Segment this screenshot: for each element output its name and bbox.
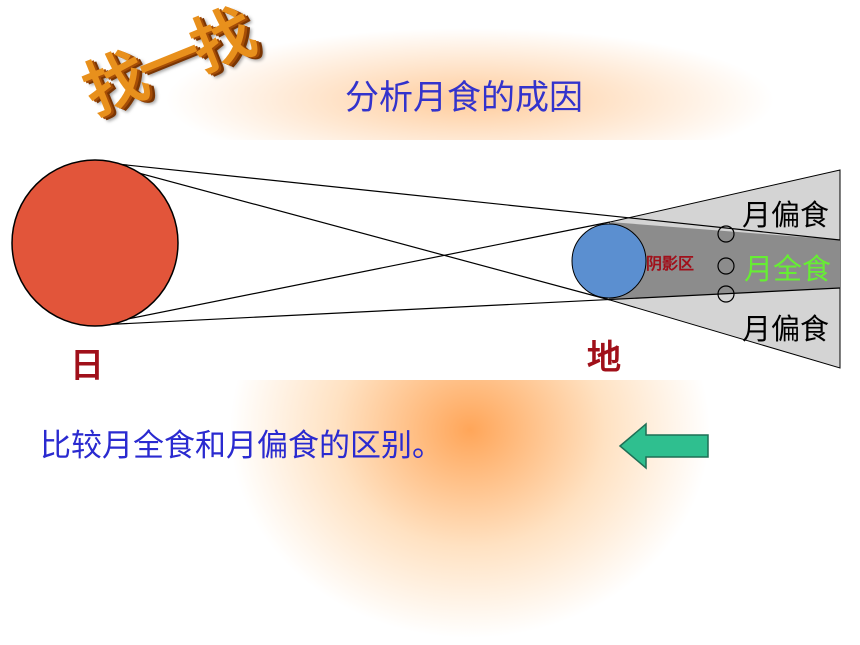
ray-outer-top bbox=[97, 161, 841, 241]
back-arrow-button[interactable] bbox=[618, 422, 710, 470]
stamp-text: 找一找 bbox=[73, 0, 262, 129]
shadow-region-label: 阴影区 bbox=[646, 254, 695, 273]
eclipse-diagram bbox=[0, 140, 860, 380]
earth-label: 地 bbox=[587, 338, 621, 378]
moon-bottom bbox=[717, 285, 735, 303]
eclipse-diagram-svg bbox=[11, 159, 841, 369]
compare-prompt: 比较月全食和月偏食的区别。 bbox=[40, 428, 443, 464]
partial-eclipse-top-label: 月偏食 bbox=[742, 198, 830, 232]
total-eclipse-label: 月全食 bbox=[744, 252, 832, 286]
left-arrow-icon bbox=[618, 422, 709, 470]
sun bbox=[11, 159, 179, 327]
moon-top bbox=[717, 225, 735, 243]
partial-eclipse-bottom-label: 月偏食 bbox=[742, 312, 830, 346]
umbra-region bbox=[610, 222, 840, 300]
zhao-yi-zhao-stamp: 找一找 bbox=[58, 0, 308, 130]
ray-cross-2 bbox=[97, 221, 611, 326]
moon-middle bbox=[717, 257, 735, 275]
ray-outer-bottom bbox=[97, 287, 841, 326]
ray-cross-1 bbox=[97, 161, 611, 301]
earth bbox=[571, 223, 647, 299]
sun-label: 日 bbox=[70, 346, 104, 386]
page-title: 分析月食的成因 bbox=[345, 78, 583, 118]
